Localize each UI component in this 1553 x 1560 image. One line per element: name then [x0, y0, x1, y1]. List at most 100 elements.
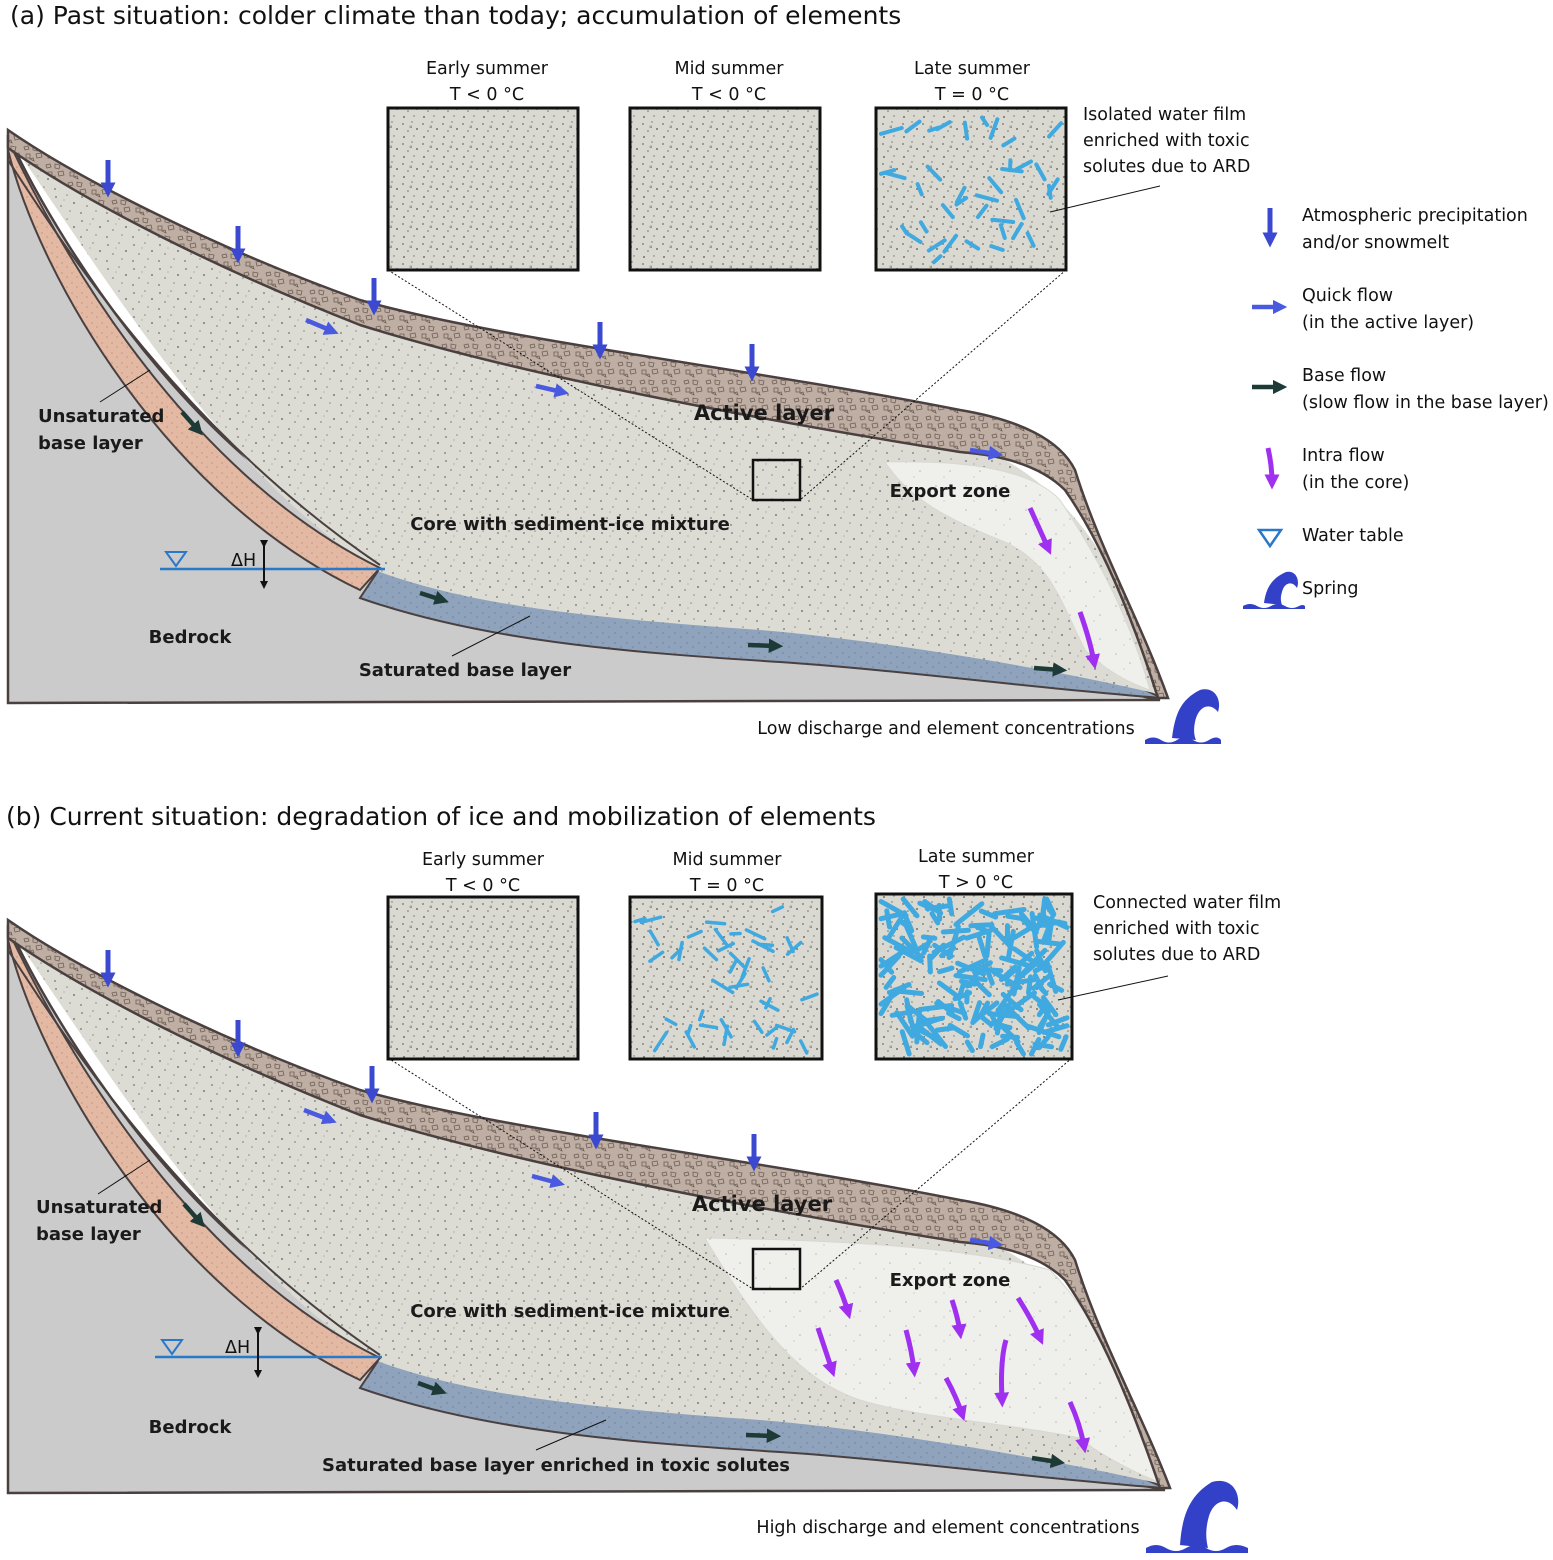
water-film-streak — [765, 1024, 780, 1037]
water-film-streak — [1012, 946, 1035, 964]
active-layer-label: Active layer — [694, 401, 835, 425]
export-zone — [884, 461, 1151, 691]
water-film-streak — [953, 901, 985, 927]
inset-temp: T = 0 °C — [689, 876, 764, 896]
isolated-water-film — [879, 115, 1063, 265]
inset-early-summer: Early summer T < 0 °C — [386, 850, 580, 1061]
water-film-streak — [904, 1003, 917, 1033]
inset-season: Late summer — [914, 59, 1031, 79]
water-film-streak — [697, 1009, 705, 1022]
water-film-streak — [937, 965, 955, 975]
water-film-streak — [798, 1039, 809, 1055]
water-film-streak — [922, 899, 944, 916]
intra-flow-arrows — [815, 1278, 1091, 1454]
water-film-streak — [761, 966, 771, 983]
water-film-streak — [785, 940, 803, 956]
legend-label: Quick flow — [1302, 286, 1393, 306]
water-film-streak — [947, 1022, 970, 1039]
water-film-streak — [1026, 974, 1033, 996]
water-film-streak — [964, 1039, 975, 1054]
water-film-streak — [991, 969, 1023, 990]
water-film-streak — [1011, 222, 1024, 241]
unsaturated-label: Unsaturated — [36, 1197, 162, 1218]
inset-temp: T = 0 °C — [934, 85, 1009, 105]
zoom-box — [751, 1247, 802, 1291]
legend-label: (in the core) — [1302, 473, 1409, 493]
water-film-streak — [929, 911, 941, 926]
water-film-streak — [1017, 960, 1040, 980]
water-film-streak — [756, 942, 775, 948]
water-film-streak — [677, 940, 684, 962]
legend-label: Atmospheric precipitation — [1302, 206, 1528, 226]
water-film-streak — [1034, 162, 1047, 182]
water-film-streak — [1040, 995, 1059, 1018]
water-film-streak — [942, 233, 959, 254]
water-film-streak — [1024, 1023, 1062, 1040]
core — [10, 140, 1162, 695]
water-film-streak — [954, 185, 967, 205]
water-film-streak — [744, 928, 767, 941]
inset-season: Early summer — [426, 59, 549, 79]
water-film-streak — [878, 985, 907, 1007]
legend-precip: Atmospheric precipitation and/or snowmel… — [1262, 206, 1528, 253]
water-film-streak — [664, 1017, 678, 1027]
water-film-streak — [702, 946, 719, 962]
water-film-streak — [926, 238, 947, 253]
active-layer-label: Active layer — [692, 1192, 833, 1216]
unsaturated-base-layer — [7, 929, 382, 1382]
legend-label: (slow flow in the base layer) — [1302, 393, 1549, 413]
water-film-streak — [900, 224, 909, 236]
water-film-streak — [728, 959, 738, 974]
export-zone — [704, 1237, 1159, 1483]
delta-h-label: ΔH — [231, 551, 256, 571]
water-film-streak — [936, 980, 961, 1000]
water-film-streak — [992, 907, 1027, 917]
film-note-line: enriched with toxic — [1093, 919, 1260, 939]
water-film-streak — [928, 942, 947, 961]
water-film-streak — [899, 1029, 912, 1057]
water-film-streak — [946, 1010, 962, 1022]
water-film-streak — [1005, 913, 1023, 921]
water-film-streak — [984, 931, 992, 959]
water-film-streak — [924, 1021, 948, 1049]
panel-b-title: (b) Current situation: degradation of ic… — [6, 802, 876, 831]
water-film-streak — [1041, 925, 1052, 943]
legend-spring: Spring — [1243, 571, 1358, 609]
water-film-streak — [1036, 1034, 1051, 1051]
water-film-streak — [878, 911, 904, 922]
water-film-streak — [962, 120, 970, 141]
base-flow-arrows — [180, 410, 1068, 677]
water-film-streak — [931, 254, 943, 265]
water-film-streak — [934, 1000, 968, 1016]
water-film-streak — [770, 905, 785, 914]
water-film-streak — [785, 1027, 796, 1045]
water-film-streak — [1046, 177, 1060, 196]
water-film-streak — [1001, 136, 1017, 148]
water-film-streak — [893, 945, 924, 964]
inset-temp: T < 0 °C — [445, 876, 520, 896]
water-film-streak — [952, 990, 973, 1002]
water-film-streak — [878, 899, 909, 918]
core-label: Core with sediment-ice mixture — [410, 1301, 730, 1322]
unsaturated-label: base layer — [38, 433, 143, 454]
export-zone-label: Export zone — [890, 481, 1011, 502]
water-film-streak — [716, 941, 736, 953]
water-film-streak — [918, 220, 929, 234]
quick-flow-arrows — [305, 317, 1004, 461]
water-film-streak — [1000, 1033, 1020, 1040]
water-film-streak — [985, 969, 995, 986]
inset-season: Early summer — [422, 850, 545, 870]
legend-label: Spring — [1302, 579, 1358, 599]
water-film-streak — [1014, 197, 1026, 221]
connected-water-film — [878, 896, 1070, 1057]
unsaturated-base-layer — [7, 139, 382, 592]
water-film-streak — [1047, 121, 1063, 139]
water-film-streak — [974, 193, 999, 203]
water-film-streak — [970, 1000, 983, 1025]
active-layer — [6, 917, 1172, 1490]
water-film-streak — [975, 203, 989, 219]
water-film-streak — [978, 1032, 986, 1050]
legend-water-table: Water table — [1256, 526, 1404, 549]
water-film-streak — [879, 168, 897, 176]
